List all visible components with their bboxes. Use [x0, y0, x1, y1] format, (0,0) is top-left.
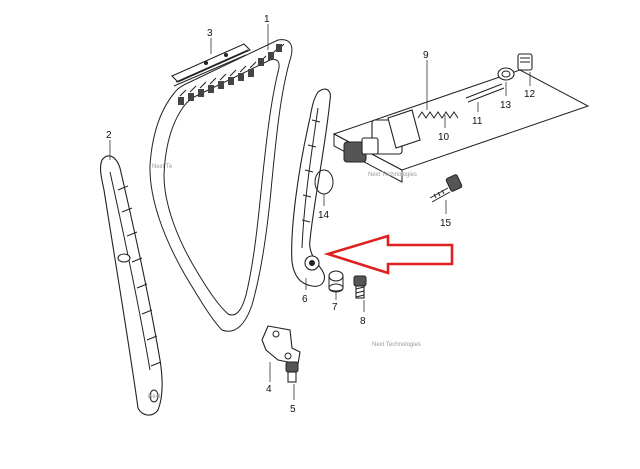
collar-part-7	[328, 270, 344, 293]
tensioner-assembly-part-9	[332, 53, 590, 183]
watermark-2: Next Technologies	[368, 172, 417, 178]
callout-12: 12	[524, 89, 536, 100]
bolt-part-15	[429, 174, 463, 203]
callout-10: 10	[438, 132, 450, 143]
callout-7: 7	[332, 302, 338, 313]
callout-5: 5	[290, 404, 296, 415]
watermark-3: Next Technologies	[372, 342, 421, 348]
callout-9: 9	[423, 50, 429, 61]
callout-14: 14	[318, 210, 330, 221]
chain-guide-upper-part-3	[171, 43, 251, 87]
bolt-part-8	[353, 275, 367, 299]
timing-chain-part-1	[149, 39, 293, 332]
red-pointer-arrow-icon	[323, 234, 454, 275]
tensioner-arm-part-6	[291, 88, 331, 287]
watermark-4: Next	[148, 394, 161, 400]
callout-4: 4	[266, 384, 272, 395]
watermark-1: Next Te	[152, 164, 173, 170]
leader-lines	[109, 24, 531, 400]
callout-1: 1	[264, 14, 270, 25]
callout-13: 13	[500, 100, 512, 111]
callout-2: 2	[106, 130, 112, 141]
chain-guide-left-part-2	[99, 155, 163, 416]
bolt-part-5	[285, 361, 299, 383]
callout-11: 11	[472, 116, 483, 127]
callout-3: 3	[207, 28, 213, 39]
callout-6: 6	[302, 294, 308, 305]
callout-8: 8	[360, 316, 366, 327]
bracket-part-4	[261, 325, 301, 365]
callout-15: 15	[440, 218, 452, 229]
